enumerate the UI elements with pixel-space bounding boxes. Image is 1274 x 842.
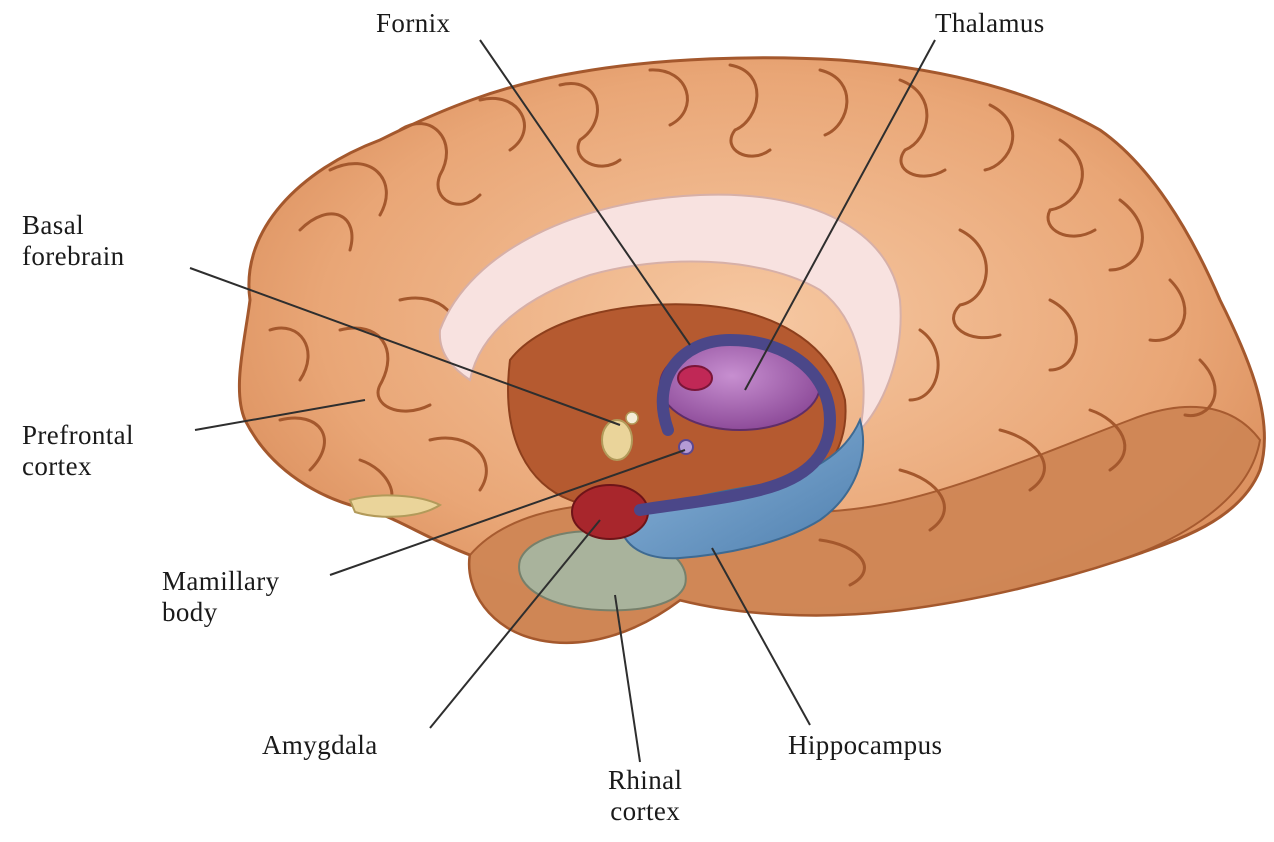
label-fornix: Fornix bbox=[376, 8, 450, 39]
label-mamillary-body: Mamillary body bbox=[162, 566, 280, 628]
label-mamillary-line2: body bbox=[162, 597, 280, 628]
label-basal-forebrain: Basal forebrain bbox=[22, 210, 125, 272]
label-thalamus: Thalamus bbox=[935, 8, 1045, 39]
fornix-bulb bbox=[678, 366, 712, 390]
label-rhinal-line1: Rhinal bbox=[608, 765, 682, 796]
label-amygdala: Amygdala bbox=[262, 730, 378, 761]
label-mamillary-line1: Mamillary bbox=[162, 566, 280, 597]
label-prefrontal-line1: Prefrontal bbox=[22, 420, 134, 451]
label-hippocampus: Hippocampus bbox=[788, 730, 942, 761]
label-basal-forebrain-line1: Basal bbox=[22, 210, 125, 241]
label-basal-forebrain-line2: forebrain bbox=[22, 241, 125, 272]
label-rhinal-line2: cortex bbox=[608, 796, 682, 827]
label-prefrontal-cortex: Prefrontal cortex bbox=[22, 420, 134, 482]
basal-forebrain-dot bbox=[626, 412, 638, 424]
label-prefrontal-line2: cortex bbox=[22, 451, 134, 482]
label-rhinal-cortex: Rhinal cortex bbox=[608, 765, 682, 827]
basal-forebrain bbox=[602, 420, 632, 460]
